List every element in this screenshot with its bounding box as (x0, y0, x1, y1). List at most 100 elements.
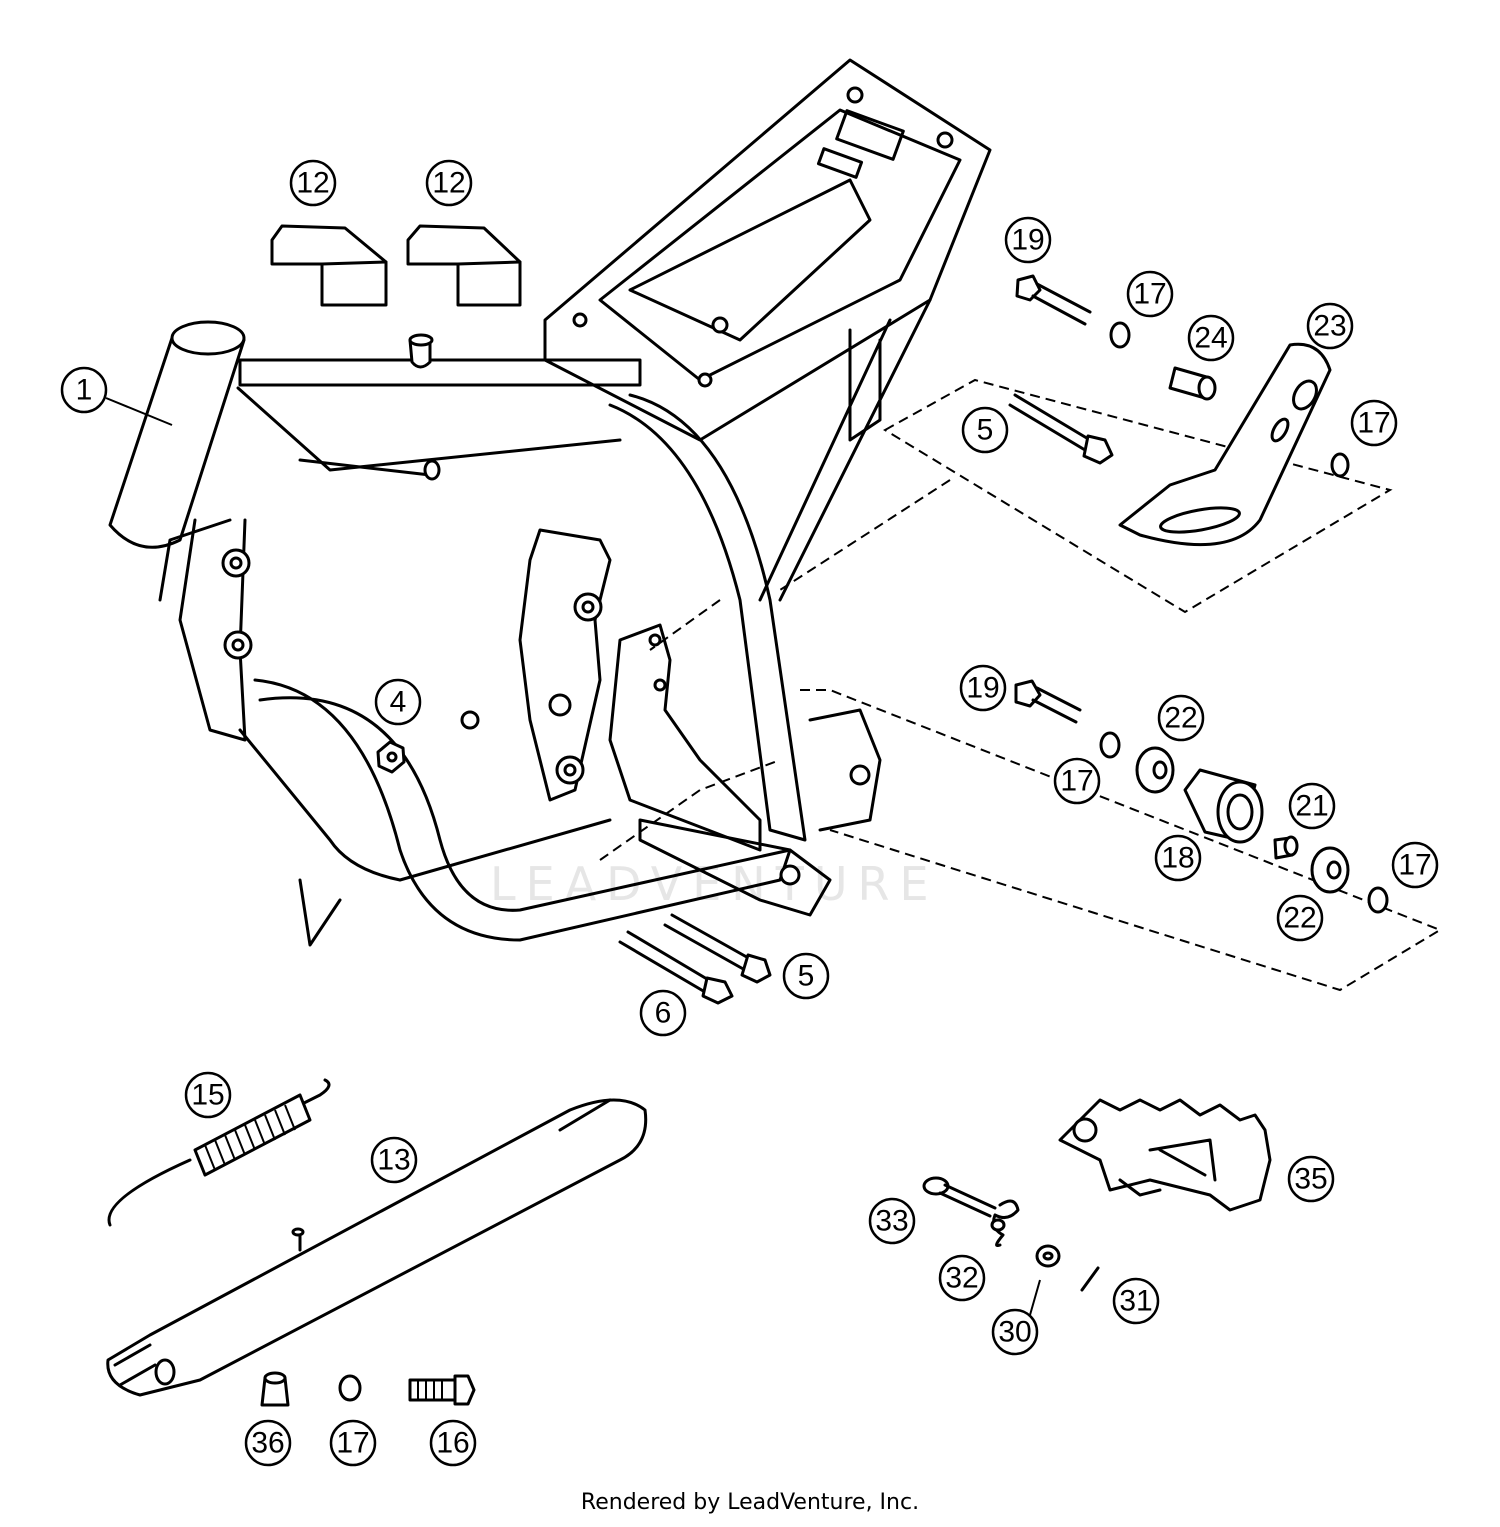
callout-36[interactable]: 36 (244, 1419, 292, 1467)
svg-text:30: 30 (998, 1316, 1031, 1349)
svg-text:36: 36 (251, 1427, 284, 1460)
callout-30[interactable]: 30 (991, 1308, 1039, 1356)
svg-text:17: 17 (1357, 407, 1390, 440)
svg-text:22: 22 (1164, 702, 1197, 735)
bushing-36 (260, 1371, 290, 1407)
svg-text:16: 16 (436, 1427, 469, 1460)
svg-text:17: 17 (1398, 849, 1431, 882)
spring-15 (107, 1078, 331, 1227)
footpeg-35 (1058, 1098, 1272, 1212)
callout-32[interactable]: 32 (938, 1254, 986, 1302)
svg-text:19: 19 (1011, 224, 1044, 257)
callout-4[interactable]: 4 (374, 678, 422, 726)
leader-lines-lower (599, 689, 1443, 992)
footer-credit: Rendered by LeadVenture, Inc. (580, 1490, 920, 1515)
roller-18 (1183, 768, 1264, 844)
leader-lines-upper (649, 378, 1393, 651)
bushing-24 (1168, 366, 1217, 401)
callout-1[interactable]: 1 (60, 366, 108, 414)
cotter-pin-31 (1080, 1266, 1100, 1292)
svg-text:12: 12 (432, 167, 465, 200)
spacer-22-b (1310, 846, 1350, 894)
washer-17-a (1109, 321, 1131, 349)
steering-head-tube (108, 320, 246, 549)
callout-33[interactable]: 33 (868, 1197, 916, 1245)
callout-12-right[interactable]: 12 (425, 159, 473, 207)
pin-33 (922, 1176, 997, 1218)
callout-22-a[interactable]: 22 (1157, 694, 1205, 742)
svg-text:23: 23 (1313, 310, 1346, 343)
washer-17-c (1099, 731, 1121, 759)
rear-subframe (543, 58, 992, 602)
callout-17-b[interactable]: 17 (1350, 399, 1398, 447)
svg-text:24: 24 (1194, 322, 1227, 355)
svg-text:15: 15 (191, 1079, 224, 1112)
callout-19-lower[interactable]: 19 (959, 664, 1007, 712)
main-loop-tube (608, 393, 807, 842)
spring-32 (990, 1199, 1020, 1247)
side-stand-13 (106, 1098, 648, 1397)
svg-text:31: 31 (1119, 1285, 1152, 1318)
bolt-frame-a (663, 913, 772, 984)
brake-pedal-23 (1118, 342, 1332, 547)
svg-text:17: 17 (1133, 278, 1166, 311)
bolt-19-upper (1015, 274, 1092, 326)
callout-17-e[interactable]: 17 (329, 1419, 377, 1467)
svg-text:17: 17 (336, 1427, 369, 1460)
callout-22-b[interactable]: 22 (1276, 894, 1324, 942)
svg-text:19: 19 (966, 672, 999, 705)
washer-17-e (338, 1374, 362, 1402)
callout-23[interactable]: 23 (1306, 302, 1354, 350)
spacer-22-a (1135, 746, 1175, 794)
svg-text:35: 35 (1294, 1163, 1327, 1196)
callout-21[interactable]: 21 (1288, 782, 1336, 830)
svg-text:22: 22 (1283, 902, 1316, 935)
svg-text:13: 13 (377, 1144, 410, 1177)
svg-text:12: 12 (296, 167, 329, 200)
watermark: LEADVENTURE (490, 857, 939, 911)
callout-5-pedal[interactable]: 5 (961, 406, 1009, 454)
callout-18[interactable]: 18 (1154, 834, 1202, 882)
bushing-21 (1273, 835, 1299, 860)
callout-leaders (105, 397, 1041, 1316)
frame-protector-right (406, 224, 522, 307)
bolt-5-pedal (1008, 393, 1114, 465)
washer-30 (1035, 1244, 1061, 1268)
top-tube (238, 358, 642, 387)
frame-protector-left (270, 224, 388, 307)
washer-17-d (1367, 886, 1389, 914)
footpeg-mount (638, 708, 882, 917)
callout-19-upper[interactable]: 19 (1004, 216, 1052, 264)
down-tube (158, 518, 253, 742)
bolt-16 (408, 1374, 476, 1406)
callout-17-c[interactable]: 17 (1053, 757, 1101, 805)
svg-text:33: 33 (875, 1205, 908, 1238)
swingarm-pivot-plate (518, 528, 762, 852)
svg-text:18: 18 (1161, 842, 1194, 875)
callout-24[interactable]: 24 (1187, 314, 1235, 362)
svg-text:5: 5 (798, 960, 815, 993)
bolt-frame-b (618, 930, 734, 1005)
callout-5-frame[interactable]: 5 (782, 952, 830, 1000)
svg-text:4: 4 (390, 686, 407, 719)
callout-12-left[interactable]: 12 (289, 159, 337, 207)
callout-15[interactable]: 15 (184, 1071, 232, 1119)
callout-35[interactable]: 35 (1287, 1155, 1335, 1203)
callout-6[interactable]: 6 (639, 989, 687, 1037)
callout-31[interactable]: 31 (1112, 1277, 1160, 1325)
callout-17-d[interactable]: 17 (1391, 841, 1439, 889)
callout-16[interactable]: 16 (429, 1419, 477, 1467)
svg-text:1: 1 (76, 374, 93, 407)
svg-text:6: 6 (655, 997, 672, 1030)
frame-assembly (108, 58, 992, 947)
svg-text:5: 5 (977, 414, 994, 447)
callout-13[interactable]: 13 (370, 1136, 418, 1184)
bolt-19-lower (1014, 679, 1082, 724)
washer-17-b (1330, 452, 1350, 478)
svg-text:21: 21 (1295, 790, 1328, 823)
svg-text:17: 17 (1060, 765, 1093, 798)
nut (376, 740, 406, 774)
svg-text:32: 32 (945, 1262, 978, 1295)
callout-17-a[interactable]: 17 (1126, 270, 1174, 318)
